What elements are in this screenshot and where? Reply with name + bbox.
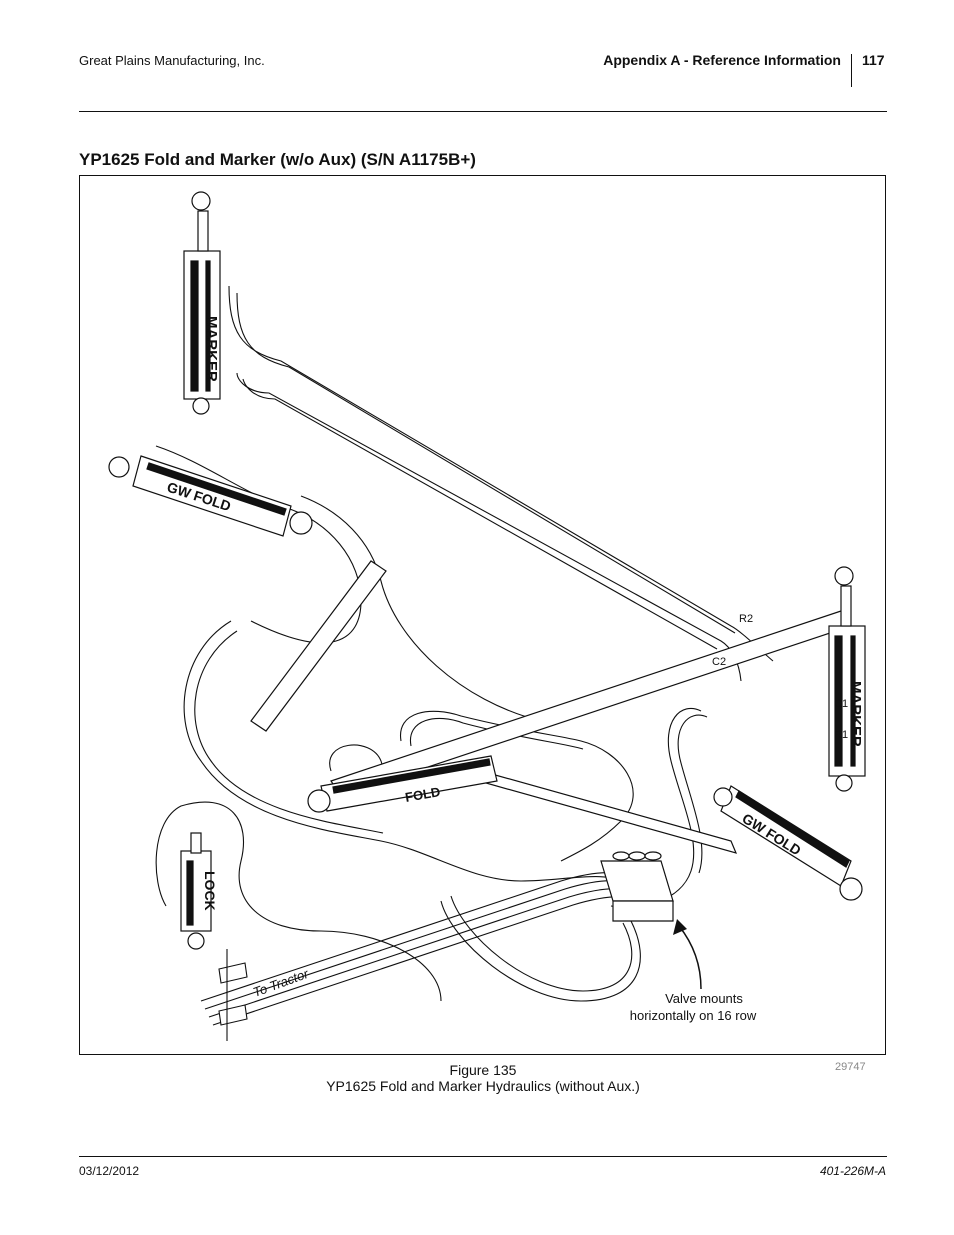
hose-loop-center: [400, 710, 634, 862]
toolbar-arm-diagonal: [250, 560, 387, 732]
tractor-bracket: [218, 949, 248, 1041]
port-label-r2: R2: [739, 613, 753, 625]
hose-gwfold-left-2: [300, 495, 542, 722]
hose-right-loop-b: [677, 714, 708, 874]
to-tractor-label: To Tractor: [251, 966, 311, 1000]
footer-date: 03/12/2012: [79, 1164, 140, 1178]
header-section-title: Appendix A - Reference Information: [603, 52, 841, 68]
footer-rule: [79, 1156, 887, 1157]
hose-marker-r2-b: [236, 292, 736, 634]
hose-marker-c2-b: [242, 378, 718, 650]
hose-loop-left-b: [194, 630, 384, 834]
hose-loop-left: [183, 620, 622, 882]
control-valve-block: [600, 851, 674, 922]
figure-caption-number: Figure 135: [449, 1062, 517, 1078]
hose-valve-loop-b: [450, 895, 633, 992]
header-separator: [851, 54, 852, 87]
gw-fold-cylinder-right: GW FOLD: [713, 785, 863, 901]
hose-loop-center-b: [409, 717, 584, 750]
marker-cylinder-left: MARKER: [183, 191, 221, 415]
hose-tractor-4: [212, 896, 654, 1026]
port-label-r1: R1: [834, 729, 848, 741]
port-label-c2: C2: [712, 656, 726, 668]
header-company: Great Plains Manufacturing, Inc.: [79, 53, 265, 68]
valve-note-arrow: [678, 925, 702, 990]
drawing-number: 29747: [835, 1061, 866, 1073]
marker-cylinder-right: MARKER: [828, 566, 866, 792]
section-title: YP1625 Fold and Marker (w/o Aux) (S/N A1…: [79, 150, 476, 169]
valve-note-line-2: horizontally on 16 row: [630, 1008, 757, 1023]
hose-valve-loop: [440, 900, 641, 1002]
marker-label-left: MARKER: [203, 316, 220, 382]
gw-fold-cylinder-left: GW FOLD: [108, 455, 313, 537]
toolbar-beam-center: [330, 610, 852, 797]
lock-cylinder: LOCK: [180, 832, 218, 950]
hydraulic-diagram-figure: MARKER MARKER GW FOLD GW FOLD: [79, 175, 886, 1055]
fold-cylinder: FOLD: [307, 755, 498, 813]
marker-label-right: MARKER: [847, 681, 864, 747]
hose-marker-c2: [236, 372, 742, 682]
fold-label: FOLD: [404, 784, 441, 805]
port-label-c1: C1: [834, 698, 848, 710]
footer-doc-number: 401-226M-A: [819, 1164, 886, 1178]
hydraulic-schematic: MARKER MARKER GW FOLD GW FOLD: [108, 191, 866, 1041]
hose-marker-r2: [228, 285, 774, 662]
page-number: 117: [862, 52, 885, 68]
valve-note-arrowhead: [673, 919, 687, 935]
figure-caption-title: YP1625 Fold and Marker Hydraulics (witho…: [326, 1078, 640, 1094]
valve-note-line-1: Valve mounts: [665, 991, 743, 1006]
header-rule: [79, 111, 887, 112]
lock-label: LOCK: [202, 871, 218, 911]
toolbar-beam-lower: [479, 770, 738, 854]
